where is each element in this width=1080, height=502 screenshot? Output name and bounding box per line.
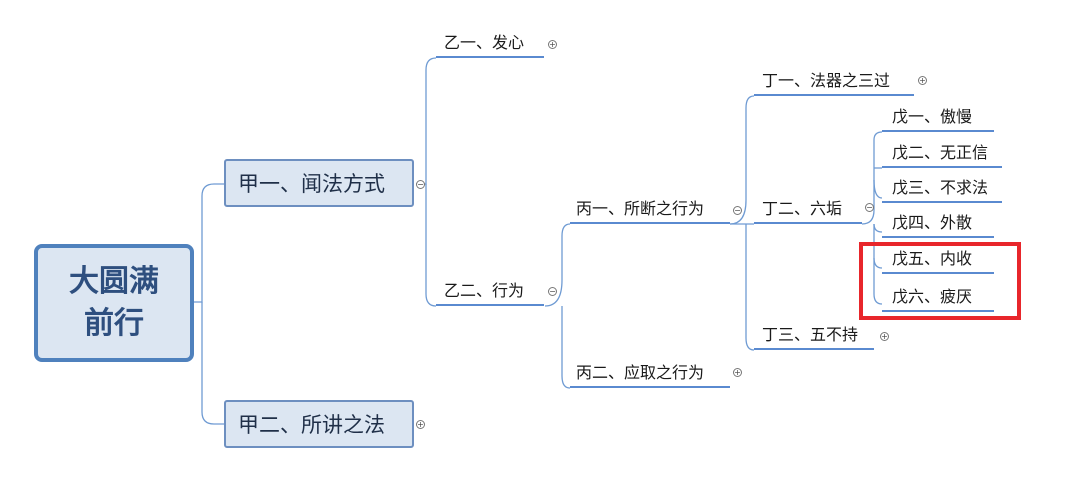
- collapse-toggle-icon[interactable]: −: [865, 203, 874, 212]
- connector-jia1-yi1: [416, 57, 437, 185]
- connector-jia1-yi2: [425, 184, 437, 307]
- connector-root-jia2: [201, 302, 224, 425]
- connector-root-jia1: [194, 183, 224, 303]
- jia1-node[interactable]: 甲一、闻法方式: [224, 159, 414, 207]
- connector-yi2-bing2: [561, 306, 571, 389]
- collapse-toggle-icon[interactable]: −: [416, 180, 425, 189]
- expand-toggle-icon[interactable]: +: [548, 40, 557, 49]
- wu5-node[interactable]: 戊五、内收: [882, 246, 994, 274]
- expand-toggle-icon[interactable]: +: [880, 332, 889, 341]
- highlight-box: [859, 242, 1021, 320]
- jia2-node[interactable]: 甲二、所讲之法: [224, 400, 414, 448]
- bing2-node[interactable]: 丙二、应取之行为: [570, 360, 730, 388]
- wu1-node[interactable]: 戊一、傲慢: [882, 104, 994, 132]
- bing1-node[interactable]: 丙一、所断之行为: [570, 196, 730, 224]
- connector-yi2-bing1: [544, 223, 571, 307]
- wu6-node[interactable]: 戊六、疲厌: [882, 284, 994, 312]
- root-node[interactable]: 大圆满 前行: [34, 244, 194, 362]
- connector-bing1-ding3: [745, 224, 755, 351]
- connector-bing1-ding1: [729, 95, 755, 225]
- yi2-node[interactable]: 乙二、行为: [436, 278, 544, 306]
- expand-toggle-icon[interactable]: +: [918, 76, 927, 85]
- wu4-node[interactable]: 戊四、外散: [882, 210, 994, 238]
- wu2-node[interactable]: 戊二、无正信: [882, 140, 1002, 168]
- collapse-toggle-icon[interactable]: −: [733, 206, 742, 215]
- wu3-node[interactable]: 戊三、不求法: [882, 175, 1002, 203]
- connector-ding2-wu1: [861, 131, 883, 225]
- ding3-node[interactable]: 丁三、五不持: [754, 322, 874, 350]
- ding2-node[interactable]: 丁二、六垢: [754, 196, 862, 224]
- collapse-toggle-icon[interactable]: −: [548, 287, 557, 296]
- ding1-node[interactable]: 丁一、法器之三过: [754, 68, 914, 96]
- expand-toggle-icon[interactable]: +: [416, 420, 425, 429]
- expand-toggle-icon[interactable]: +: [733, 368, 742, 377]
- yi1-node[interactable]: 乙一、发心: [436, 30, 544, 58]
